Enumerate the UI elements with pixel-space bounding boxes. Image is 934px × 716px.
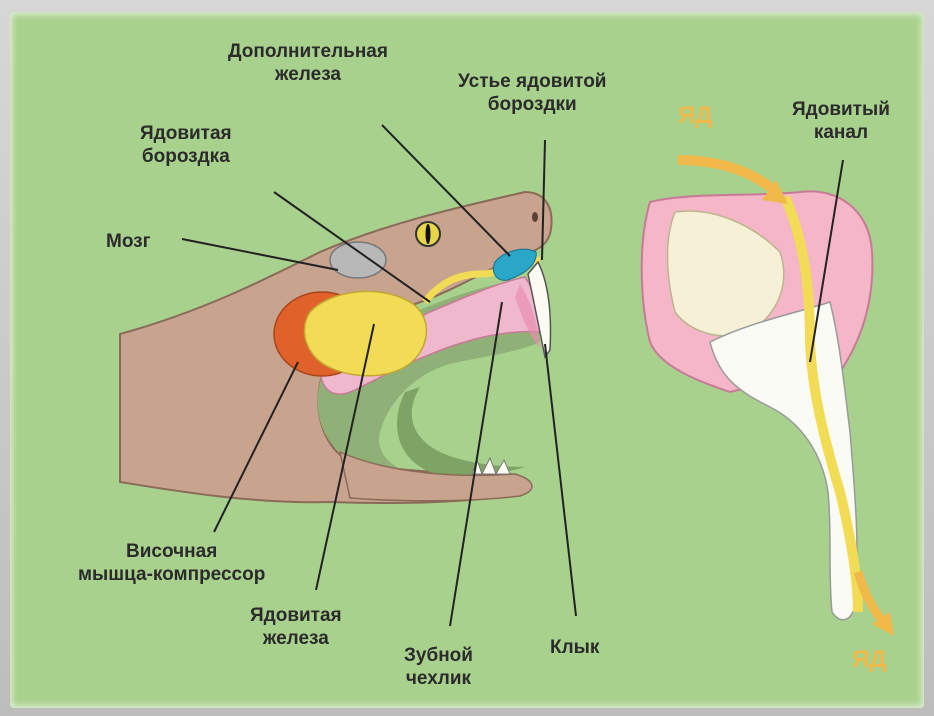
label-venom-groove: Ядовитая бороздка bbox=[140, 122, 232, 168]
brain-shape bbox=[330, 242, 386, 278]
label-venom-top: ЯД bbox=[678, 104, 712, 127]
label-venom-bottom: ЯД bbox=[852, 648, 886, 671]
eye-pupil bbox=[426, 224, 431, 244]
label-brain: Мозг bbox=[106, 230, 151, 253]
diagram-panel: Дополнительная железа Устье ядовитой бор… bbox=[10, 12, 924, 708]
venom-arrow-in bbox=[678, 160, 778, 194]
label-venom-canal: Ядовитый канал bbox=[792, 98, 890, 144]
label-tooth-sheath: Зубной чехлик bbox=[404, 644, 473, 690]
label-fang: Клык bbox=[550, 636, 599, 659]
lower-teeth bbox=[472, 458, 510, 474]
label-temporal-muscle: Височная мышца-компрессор bbox=[78, 540, 265, 586]
leader-fang bbox=[545, 344, 576, 616]
nostril bbox=[532, 212, 538, 222]
label-accessory-gland: Дополнительная железа bbox=[228, 40, 388, 86]
fang-cross-section bbox=[642, 160, 894, 636]
label-groove-mouth: Устье ядовитой бороздки bbox=[458, 70, 606, 116]
label-venom-gland: Ядовитая железа bbox=[250, 604, 342, 650]
snake-head-diagram bbox=[10, 12, 924, 708]
